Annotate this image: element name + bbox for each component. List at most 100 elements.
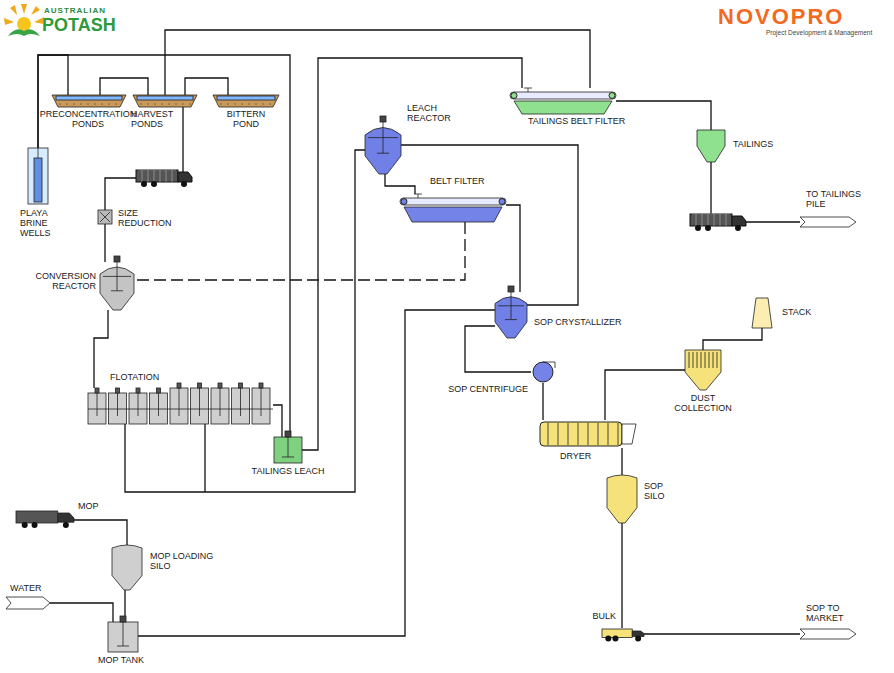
equipment-icon: [800, 629, 856, 639]
equipment-label: MOP LOADING SILO: [150, 552, 220, 572]
process-line: [38, 55, 290, 437]
process-line: [50, 603, 113, 622]
equipment-label: DUST COLLECTION: [668, 394, 738, 414]
equipment-node: TAILINGS LEACH: [274, 437, 302, 463]
equipment-label: MOP: [78, 502, 118, 512]
logo-sun: [4, 4, 44, 36]
process-line: [542, 383, 543, 420]
equipment-icon: [495, 292, 527, 338]
equipment-icon: [100, 262, 134, 310]
equipment-label: FLOTATION: [110, 373, 190, 383]
equipment-node: BITTERN POND: [213, 95, 279, 107]
process-line: [104, 224, 105, 262]
equipment-label: PRECONCENTRATION PONDS: [37, 110, 139, 130]
equipment-node: HARVEST PONDS: [133, 95, 197, 107]
equipment-icon: [607, 475, 637, 523]
equipment-label: TAILINGS BELT FILTER: [528, 117, 648, 127]
equipment-icon: [531, 361, 555, 383]
equipment-icon: [540, 420, 636, 448]
equipment-label: BELT FILTER: [430, 177, 500, 187]
process-line: [401, 145, 578, 305]
process-line: [703, 328, 762, 350]
process-line: [621, 523, 622, 628]
equipment-icon: [98, 210, 112, 224]
equipment-label: TO TAILINGS PILE: [806, 190, 878, 210]
equipment-node: CONVERSION REACTOR: [100, 262, 134, 310]
equipment-icon: [274, 437, 302, 463]
equipment-icon: [213, 95, 279, 107]
equipment-icon: [16, 510, 74, 530]
equipment-label: HARVEST PONDS: [131, 110, 179, 130]
equipment-node: BELT FILTER: [400, 194, 506, 222]
truck-icon: [690, 214, 746, 231]
equipment-node: STACK: [752, 298, 772, 328]
equipment-node: TO TAILINGS PILE: [800, 217, 856, 227]
truck-icon: [136, 170, 192, 187]
process-line: [165, 30, 590, 95]
equipment-label: SOP CENTRIFUGE: [440, 385, 528, 395]
process-line: [273, 405, 282, 437]
process-line: [506, 205, 520, 292]
equipment-label: WATER: [10, 584, 60, 594]
process-line: [616, 101, 711, 130]
equipment-node: TAILINGS BELT FILTER: [510, 88, 616, 114]
equipment-label: TAILINGS: [733, 140, 793, 150]
equipment-label: STACK: [782, 308, 832, 318]
equipment-node: SOP CRYSTALLIZER: [495, 292, 527, 338]
equipment-node: MOP TANK: [108, 622, 138, 652]
equipment-icon: [685, 350, 721, 390]
equipment-node: PLAYA BRINE WELLS: [28, 148, 48, 204]
equipment-label: CONVERSION REACTOR: [24, 272, 96, 292]
equipment-icon: [88, 388, 273, 424]
equipment-icon: [28, 148, 48, 204]
equipment-icon: [602, 628, 644, 642]
process-line: [134, 222, 465, 280]
equipment-label: DRYER: [560, 452, 610, 462]
equipment-label: SIZE REDUCTION: [118, 209, 178, 229]
equipment-node: SOP TO MARKET: [800, 629, 856, 639]
company-logo-text: AUSTRALIAN: [44, 6, 106, 15]
equipment-icon: [133, 95, 197, 107]
equipment-icon: [697, 130, 725, 162]
equipment-node: MOP LOADING SILO: [112, 545, 142, 590]
equipment-node: BULK: [602, 628, 644, 642]
equipment-icon: [510, 88, 616, 114]
process-line: [465, 326, 531, 372]
process-line: [711, 162, 800, 222]
equipment-icon: [6, 597, 50, 609]
equipment-label: BULK: [568, 612, 616, 622]
equipment-icon: [400, 194, 506, 222]
equipment-node: SOP SILO: [607, 475, 637, 523]
equipment-icon: [365, 122, 401, 174]
process-line: [621, 448, 622, 475]
equipment-node: DRYER: [540, 420, 636, 448]
equipment-label: SOP TO MARKET: [806, 604, 868, 624]
equipment-node: PRECONCENTRATION PONDS: [52, 95, 126, 107]
company-logo-text: POTASH: [42, 15, 116, 36]
equipment-node: FLOTATION: [88, 388, 273, 424]
process-line: [204, 424, 205, 492]
equipment-icon: [800, 217, 856, 227]
equipment-label: MOP TANK: [98, 656, 158, 666]
process-line: [125, 150, 365, 492]
equipment-node: TAILINGS: [697, 130, 725, 162]
equipment-node: WATER: [6, 597, 50, 609]
equipment-node: SIZE REDUCTION: [98, 210, 112, 224]
equipment-label: PLAYA BRINE WELLS: [20, 209, 60, 239]
equipment-icon: [52, 95, 126, 107]
process-line: [94, 310, 108, 388]
process-line: [138, 310, 495, 636]
process-line: [105, 107, 183, 210]
equipment-icon: [108, 622, 138, 652]
equipment-node: MOP: [16, 510, 74, 530]
equipment-label: BITTERN POND: [221, 110, 271, 130]
equipment-node: DUST COLLECTION: [685, 350, 721, 390]
equipment-node: LEACH REACTOR: [365, 122, 401, 174]
consultant-logo-text: Project Development & Management: [766, 29, 872, 36]
process-line: [385, 174, 415, 194]
process-line: [100, 78, 148, 95]
equipment-icon: [112, 545, 142, 590]
equipment-label: LEACH REACTOR: [407, 104, 467, 124]
